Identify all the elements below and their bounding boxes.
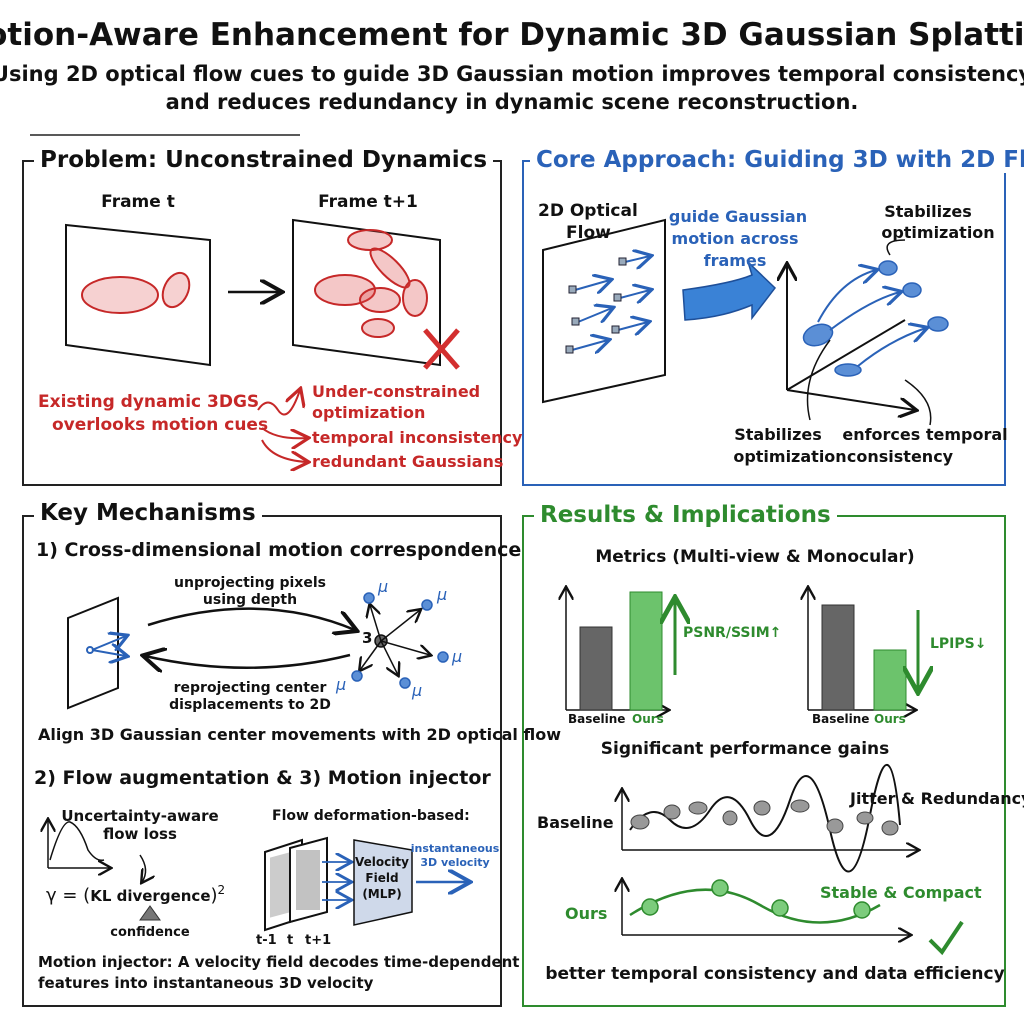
formula: γ = (KL divergence)2 xyxy=(46,883,226,907)
injector-desc-2: features into instantaneous 3D velocity xyxy=(38,974,374,992)
effect-optimization: optimization xyxy=(312,403,426,422)
flow-label-2: Flow xyxy=(566,223,611,243)
ours-label: Ours xyxy=(874,712,906,726)
velocity-field-2: Field xyxy=(365,871,399,885)
injector-desc-1: Motion injector: A velocity field decode… xyxy=(38,953,520,971)
formula-lhs: γ = ( xyxy=(46,885,91,906)
stable-label: Stable & Compact xyxy=(820,883,982,902)
formula-kl: KL divergence xyxy=(90,887,211,905)
mechanism-2-title: 2) Flow augmentation & 3) Motion injecto… xyxy=(34,767,491,789)
image-plane xyxy=(67,596,119,710)
guide-arrow-icon xyxy=(682,259,777,321)
frame-t-drawing xyxy=(65,223,211,367)
row-ours-label: Ours xyxy=(565,904,608,923)
align-text: Align 3D Gaussian center movements with … xyxy=(38,725,562,744)
velocity-field-mlp xyxy=(353,839,413,926)
metrics-title: Metrics (Multi-view & Monocular) xyxy=(595,547,915,567)
enforces-2: consistency xyxy=(846,447,954,466)
stable-trajectory xyxy=(629,888,881,924)
mechanisms-heading: Key Mechanisms xyxy=(34,500,262,526)
bar-ours-lpips xyxy=(873,649,907,711)
confidence-label: confidence xyxy=(110,925,190,940)
cause-line-2: overlooks motion cues xyxy=(52,415,269,435)
time-label-t-1: t-1 xyxy=(256,933,277,948)
formula-rhs: ) xyxy=(210,885,218,906)
frame-t-label: Frame t xyxy=(101,192,175,212)
gains-text: Significant performance gains xyxy=(600,739,890,759)
uncertainty-2: flow loss xyxy=(103,825,177,843)
effect-temporal: temporal inconsistency xyxy=(312,428,523,447)
subtitle-line-1: Using 2D optical flow cues to guide 3D G… xyxy=(0,62,1024,86)
mu-label: μ xyxy=(378,577,389,596)
triangle-icon xyxy=(139,905,161,921)
bar-chart-lpips xyxy=(808,588,918,710)
baseline-label: Baseline xyxy=(812,712,870,726)
reproject-1: reprojecting center xyxy=(173,680,327,696)
ours-label: Ours xyxy=(632,712,664,726)
uncertainty-1: Uncertainty-aware xyxy=(61,807,219,825)
guide-label-3: frames xyxy=(703,251,767,270)
formula-exp: 2 xyxy=(217,883,226,897)
velocity-field-1: Velocity xyxy=(355,855,409,869)
mu-label: μ xyxy=(437,585,448,604)
reproject-2: displacements to 2D xyxy=(169,697,331,713)
unproject-1: unprojecting pixels xyxy=(174,575,326,591)
lpips-label: LPIPS↓ xyxy=(930,636,987,652)
baseline-label: Baseline xyxy=(568,712,626,726)
frame-t1-drawing xyxy=(292,218,441,367)
bar-baseline-lpips xyxy=(821,604,855,711)
flow-label-1: 2D Optical xyxy=(538,201,638,221)
time-label-t1: t+1 xyxy=(305,933,332,948)
cross-icon xyxy=(423,328,460,370)
mechanisms-panel xyxy=(22,515,502,1007)
stabilizes-bottom-1: Stabilizes xyxy=(734,425,822,444)
bar-baseline-psnr xyxy=(579,626,613,711)
guide-label-2: motion across xyxy=(671,229,799,248)
problem-heading: Problem: Unconstrained Dynamics xyxy=(34,147,494,173)
stabilizes-bottom-2: optimization xyxy=(733,447,847,466)
time-frames xyxy=(264,836,328,932)
center-label: 3 xyxy=(362,629,373,647)
page-title: Motion-Aware Enhancement for Dynamic 3D … xyxy=(0,17,1024,53)
stabilizes-top-1: Stabilizes xyxy=(884,202,972,221)
jitter-label: Jitter & Redundancy xyxy=(850,789,1024,808)
unproject-2: using depth xyxy=(202,592,298,608)
cause-line-1: Existing dynamic 3DGS xyxy=(38,392,260,412)
subtitle-line-2: and reduces redundancy in dynamic scene … xyxy=(165,90,859,114)
enforces-1: enforces temporal xyxy=(842,425,1008,444)
effect-redundant: redundant Gaussians xyxy=(312,452,504,471)
flow-deformation-label: Flow deformation-based: xyxy=(272,808,470,824)
bar-ours-psnr xyxy=(629,591,663,711)
check-icon xyxy=(928,920,964,956)
effect-under-constrained: Under-constrained xyxy=(312,382,481,401)
time-label-t: t xyxy=(287,933,294,948)
approach-heading: Core Approach: Guiding 3D with 2D Flow xyxy=(530,147,1024,173)
mechanism-1-title: 1) Cross-dimensional motion corresponden… xyxy=(36,539,522,561)
results-heading: Results & Implications xyxy=(534,502,837,528)
instantaneous-1: instantaneous xyxy=(410,842,500,855)
row-baseline-label: Baseline xyxy=(537,813,614,832)
conclusion-text: better temporal consistency and data eff… xyxy=(545,964,1005,984)
bar-chart-psnr xyxy=(566,588,675,710)
mu-label: μ xyxy=(336,675,347,694)
psnr-label: PSNR/SSIM↑ xyxy=(683,625,782,641)
optical-flow-plane xyxy=(542,218,666,404)
mu-label: μ xyxy=(452,647,463,666)
frame-t1-label: Frame t+1 xyxy=(318,192,418,212)
gaussian-ellipses xyxy=(802,260,949,377)
velocity-field-3: (MLP) xyxy=(362,887,402,901)
mu-label: μ xyxy=(412,681,423,700)
instantaneous-2: 3D velocity xyxy=(420,856,490,869)
stabilizes-top-2: optimization xyxy=(881,223,995,242)
guide-label-1: guide Gaussian xyxy=(668,207,808,226)
